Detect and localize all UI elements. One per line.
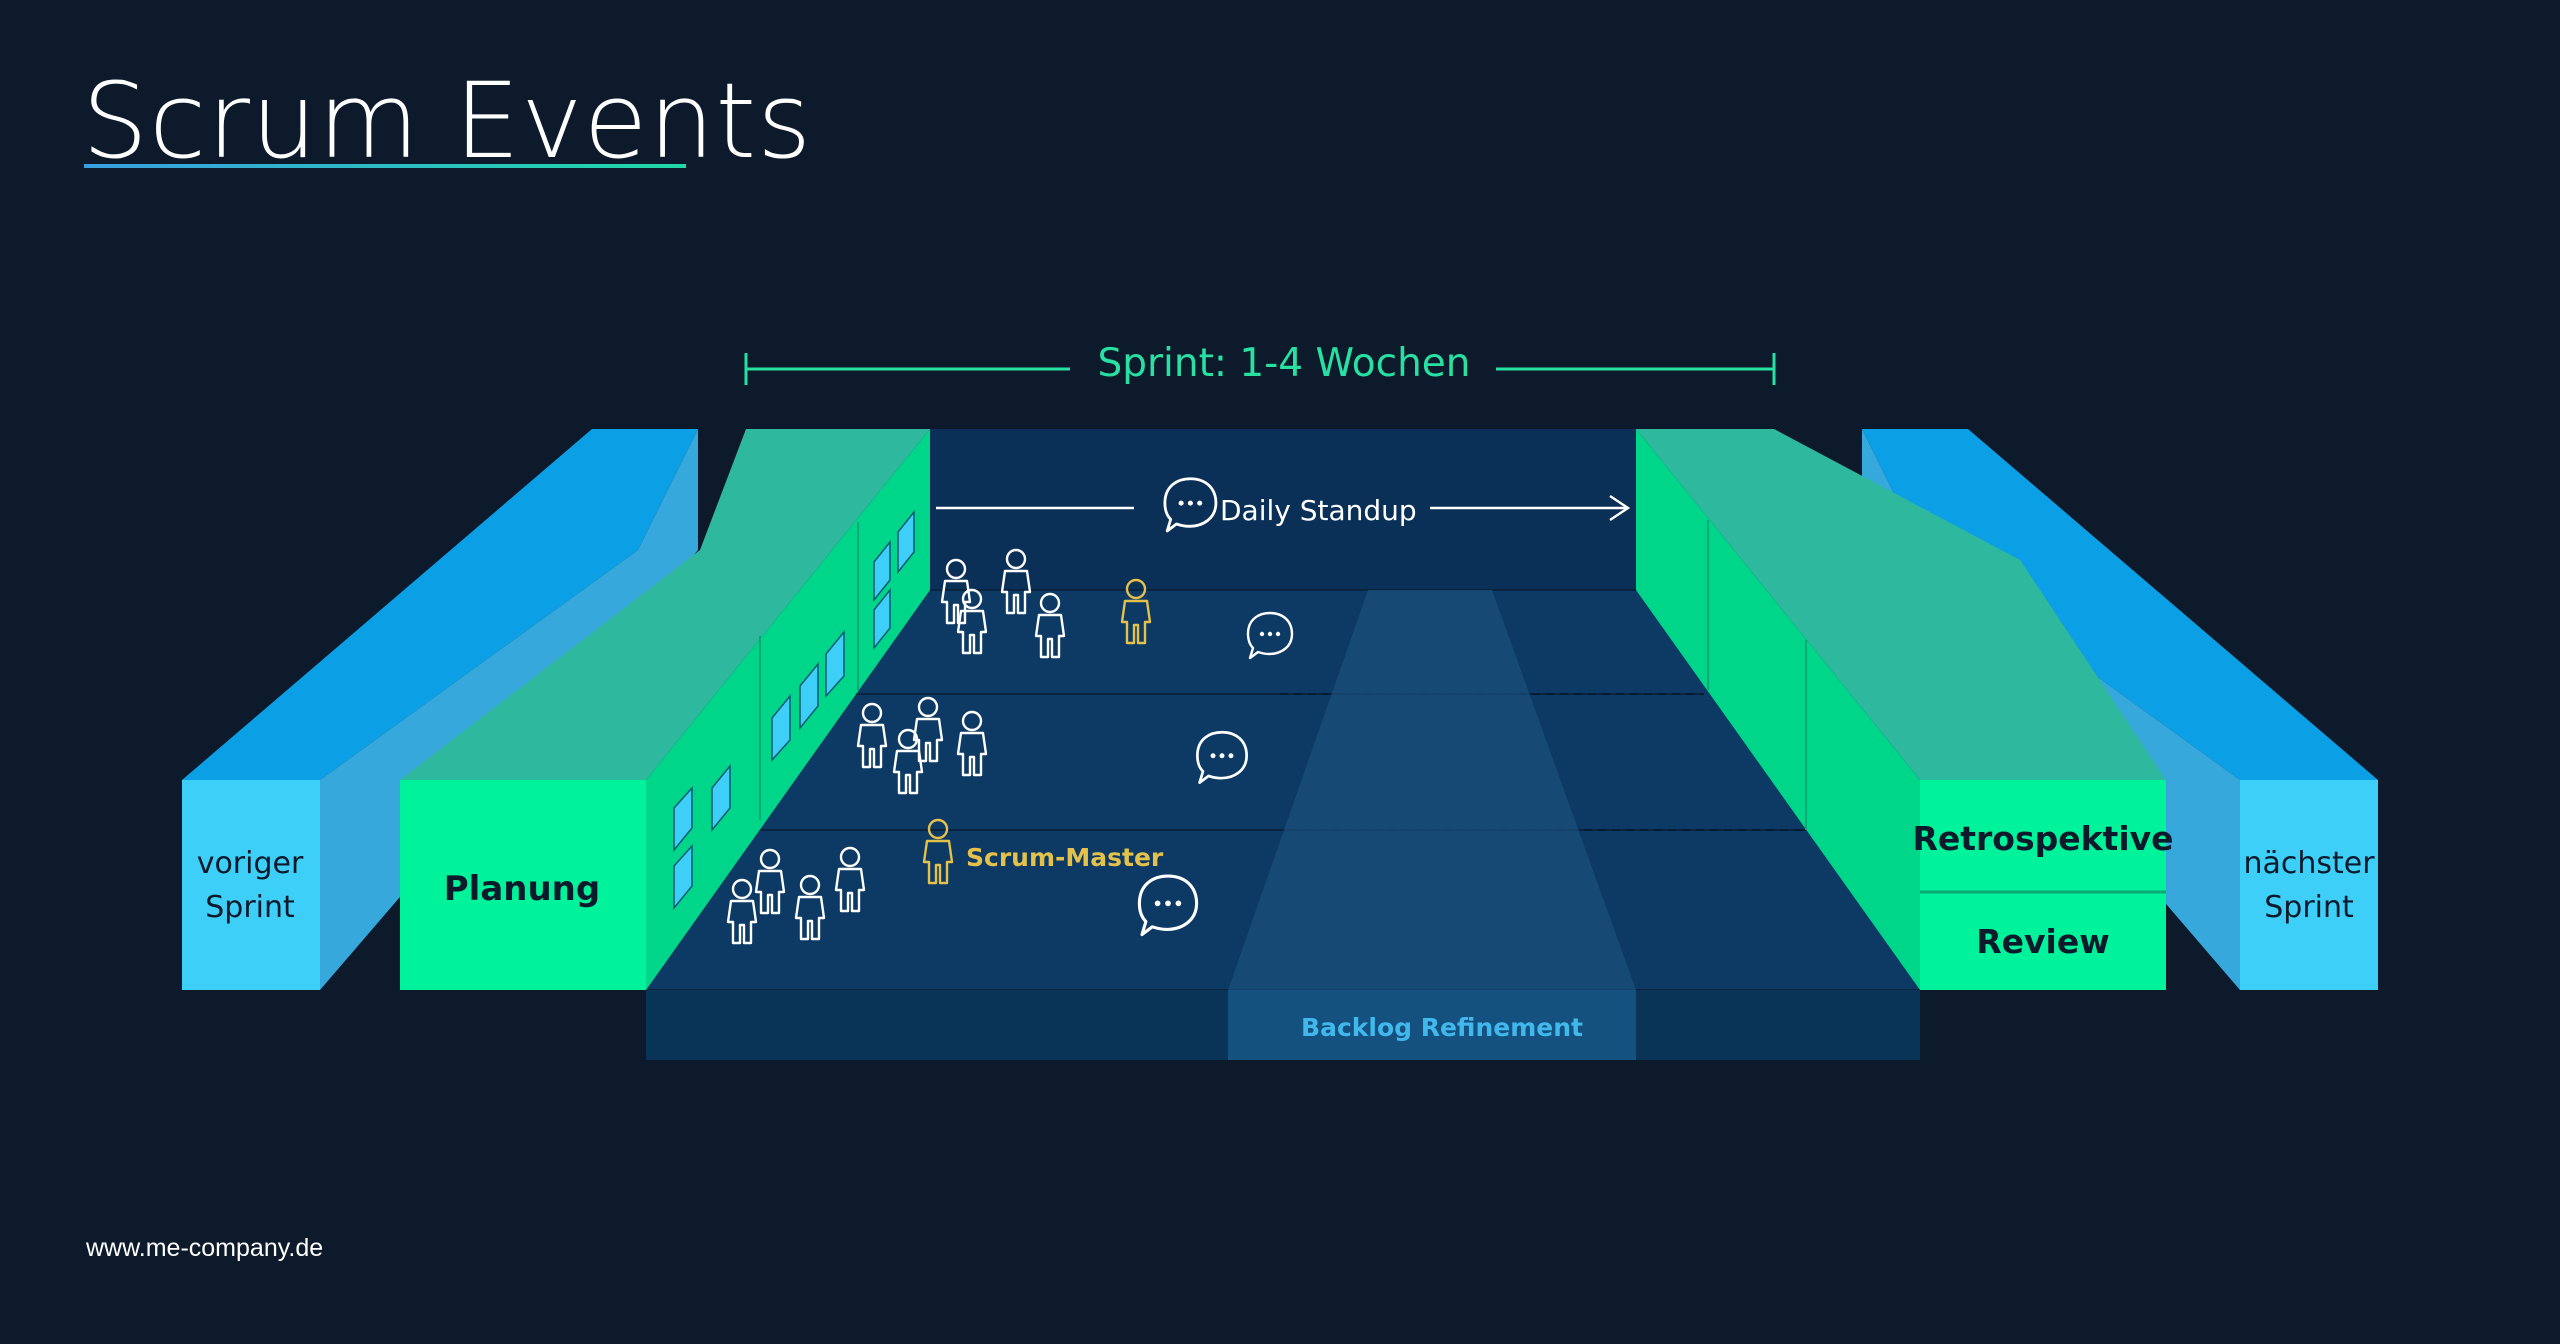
backlog-refinement-label: Backlog Refinement xyxy=(1301,1013,1583,1042)
review-front xyxy=(1920,892,2166,990)
prev-sprint-label-line1: voriger xyxy=(197,846,304,881)
next-sprint-front xyxy=(2240,780,2378,990)
sprint-bracket xyxy=(744,353,1776,385)
planning-top xyxy=(400,429,930,780)
sprint-duration-label: Sprint: 1-4 Wochen xyxy=(1097,341,1470,386)
title-underline xyxy=(84,164,686,168)
retrospective-front xyxy=(1920,780,2166,892)
planning-label: Planung xyxy=(444,869,600,909)
prev-sprint-front xyxy=(182,780,320,990)
next-sprint-label-line1: nächster xyxy=(2243,846,2375,881)
prev-sprint-label-line2: Sprint xyxy=(205,890,295,925)
retro-top xyxy=(1636,429,2166,780)
next-sprint-top xyxy=(1862,429,2378,780)
page-title: Scrum Events xyxy=(82,60,813,182)
planning-front xyxy=(400,780,646,990)
review-label: Review xyxy=(1976,922,2109,961)
next-sprint-label-line2: Sprint xyxy=(2264,890,2354,925)
planning-windows xyxy=(673,509,915,911)
prev-sprint-top xyxy=(182,429,698,780)
retrospective-label: Retrospektive xyxy=(1912,819,2173,858)
daily-standup-arrow xyxy=(936,495,1631,521)
scrum-master-label: Scrum-Master xyxy=(966,843,1164,872)
floor-band xyxy=(930,429,1636,590)
backlog-beam xyxy=(1228,590,1636,990)
footer-url: www.me-company.de xyxy=(86,1234,324,1262)
backlog-platform-band xyxy=(1228,990,1636,1060)
daily-standup-label: Daily Standup xyxy=(1220,494,1417,527)
